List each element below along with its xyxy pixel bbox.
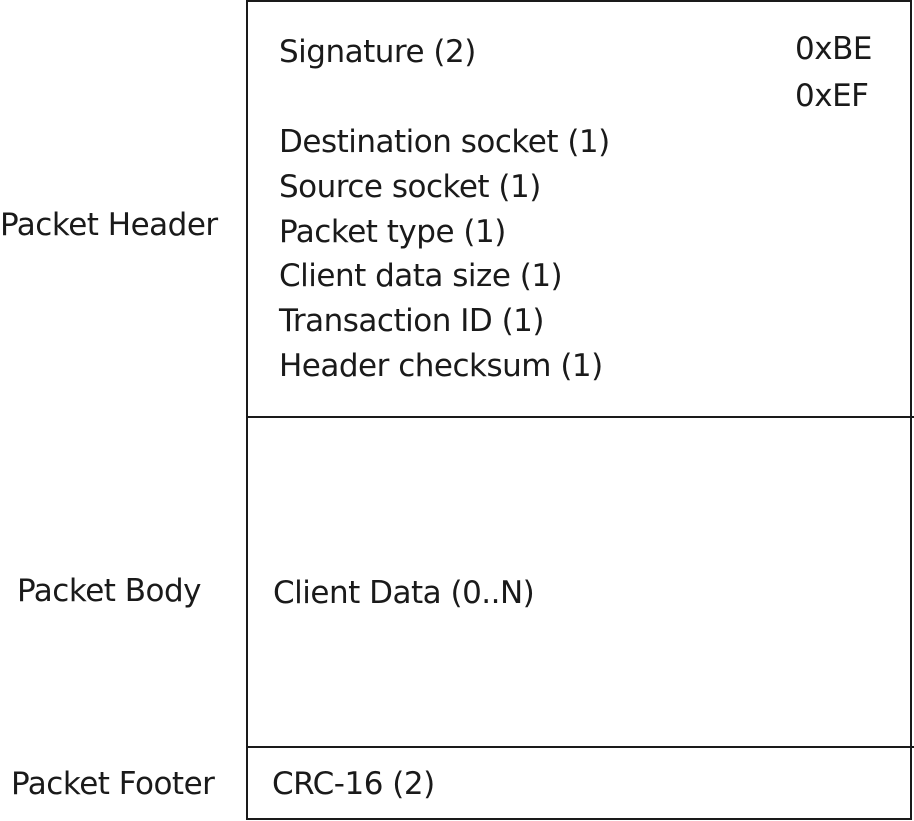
header-field-header-checksum: Header checksum (1) bbox=[279, 347, 603, 384]
packet-footer-label: Packet Footer bbox=[11, 766, 215, 802]
signature-value-1: 0xBE bbox=[795, 31, 872, 67]
header-field-destination-socket: Destination socket (1) bbox=[279, 124, 610, 160]
packet-body-label: Packet Body bbox=[17, 573, 202, 609]
packet-header-label: Packet Header bbox=[0, 207, 218, 243]
header-field-source-socket: Source socket (1) bbox=[279, 168, 541, 205]
header-field-client-data-size: Client data size (1) bbox=[279, 258, 563, 295]
body-footer-divider bbox=[246, 746, 914, 748]
signature-field: Signature (2) bbox=[279, 34, 476, 70]
header-field-list: Destination socket (1) Source socket (1)… bbox=[279, 127, 610, 396]
signature-value-2: 0xEF bbox=[795, 78, 869, 114]
header-body-divider bbox=[246, 416, 914, 418]
client-data-field: Client Data (0..N) bbox=[273, 575, 535, 611]
crc16-field: CRC-16 (2) bbox=[272, 766, 435, 802]
header-field-transaction-id: Transaction ID (1) bbox=[279, 303, 544, 340]
packet-box bbox=[246, 0, 912, 820]
header-field-packet-type: Packet type (1) bbox=[279, 213, 506, 250]
